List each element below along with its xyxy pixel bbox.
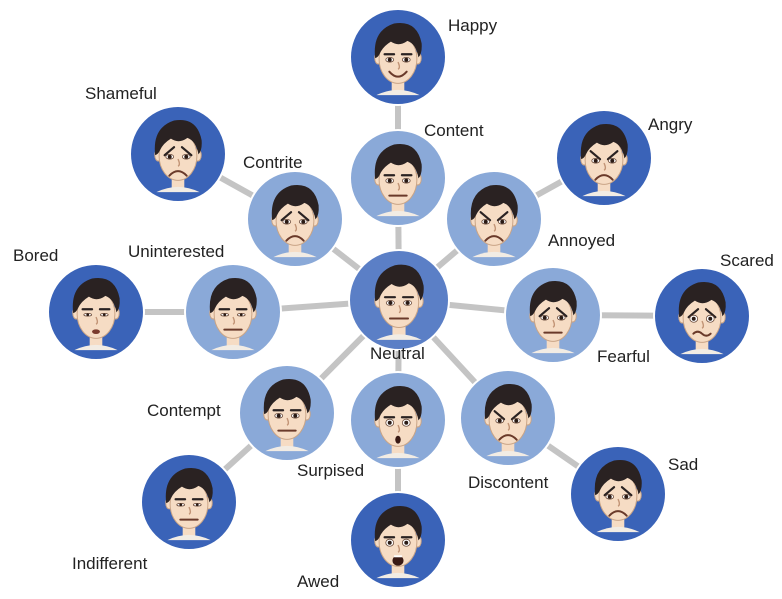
label-annoyed: Annoyed <box>548 231 616 250</box>
face-contrite-icon <box>271 184 319 258</box>
node-indifferent <box>140 453 238 551</box>
node-bored <box>47 263 145 361</box>
face-happy-icon <box>374 22 422 96</box>
label-awed: Awed <box>297 572 340 591</box>
node-fearful <box>504 266 602 364</box>
node-awed <box>349 491 447 589</box>
label-uninterested: Uninterested <box>128 242 225 261</box>
label-fearful: Fearful <box>597 347 650 366</box>
node-contempt <box>238 364 336 462</box>
node-uninterested <box>184 263 282 361</box>
face-surprised-icon <box>374 385 422 459</box>
face-uninterested-icon <box>209 277 257 351</box>
node-shameful <box>129 105 227 203</box>
face-contempt-icon <box>263 378 311 452</box>
face-angry-icon <box>580 123 628 197</box>
node-scared <box>653 267 751 365</box>
label-contrite: Contrite <box>243 153 303 172</box>
node-neutral <box>348 249 450 351</box>
face-annoyed-icon <box>470 184 518 258</box>
label-angry: Angry <box>648 115 693 134</box>
face-content-icon <box>374 143 422 217</box>
face-sad-icon <box>594 459 642 533</box>
label-surprised: Surpised <box>297 461 365 480</box>
node-angry <box>555 109 653 207</box>
node-contrite <box>246 170 344 268</box>
face-shameful-icon <box>154 119 202 193</box>
node-content <box>349 129 447 227</box>
face-neutral-icon <box>374 264 424 340</box>
label-indifferent: Indifferent <box>72 554 148 573</box>
label-content: Content <box>424 121 484 140</box>
node-happy <box>349 8 447 106</box>
face-awed-icon <box>374 505 422 579</box>
node-annoyed <box>445 170 543 268</box>
label-discontent: Discontent <box>468 473 549 492</box>
label-happy: Happy <box>448 16 498 35</box>
node-surprised <box>349 371 447 469</box>
label-sad: Sad <box>668 455 699 474</box>
label-shameful: Shameful <box>85 84 157 103</box>
face-indifferent-icon <box>165 467 213 541</box>
face-fearful-icon <box>529 280 577 354</box>
label-contempt: Contempt <box>147 401 221 420</box>
label-neutral: Neutral <box>370 344 425 363</box>
face-scared-icon <box>678 281 726 355</box>
label-bored: Bored <box>13 246 59 265</box>
node-discontent <box>459 369 557 467</box>
node-sad <box>569 445 667 543</box>
face-bored-icon <box>72 277 120 351</box>
face-discontent-icon <box>484 383 532 457</box>
emotion-nodes <box>47 8 751 589</box>
label-scared: Scared <box>720 251 774 270</box>
